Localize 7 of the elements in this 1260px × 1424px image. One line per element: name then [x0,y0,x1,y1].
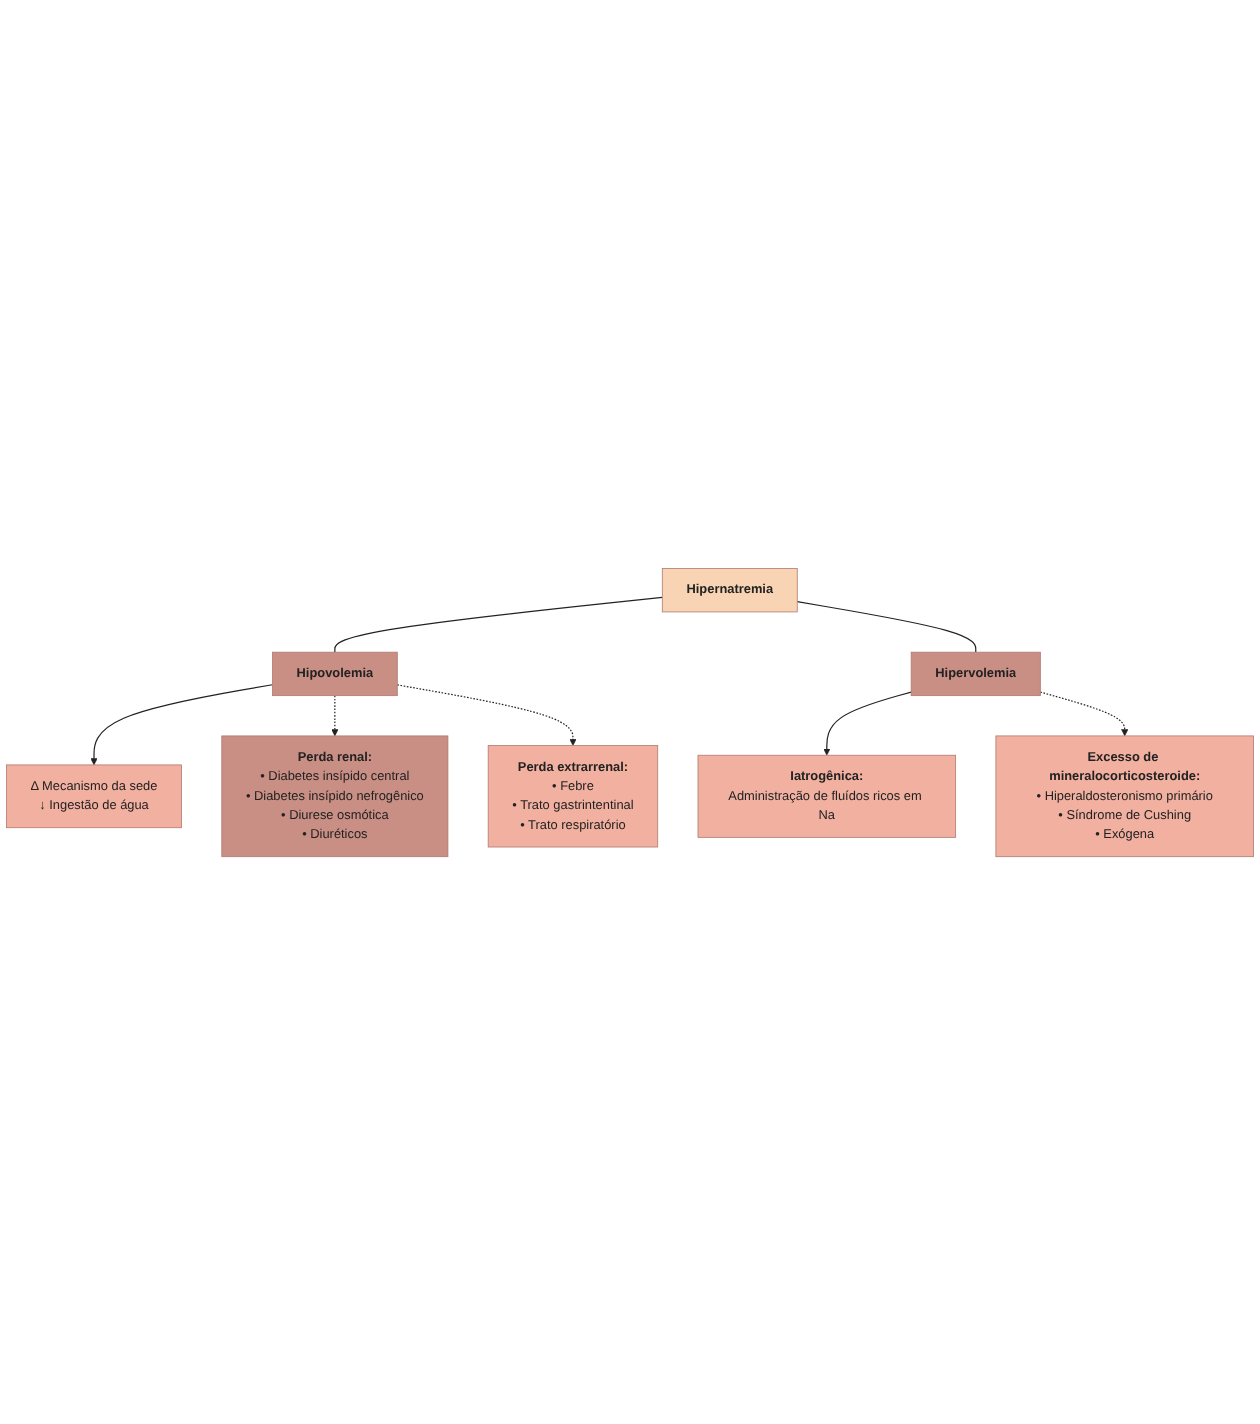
connector [796,600,977,653]
arrow [396,683,577,746]
connector [334,596,663,653]
arrow [823,690,912,755]
arrow [331,694,339,736]
arrow [1039,690,1129,736]
arrow [90,683,273,765]
